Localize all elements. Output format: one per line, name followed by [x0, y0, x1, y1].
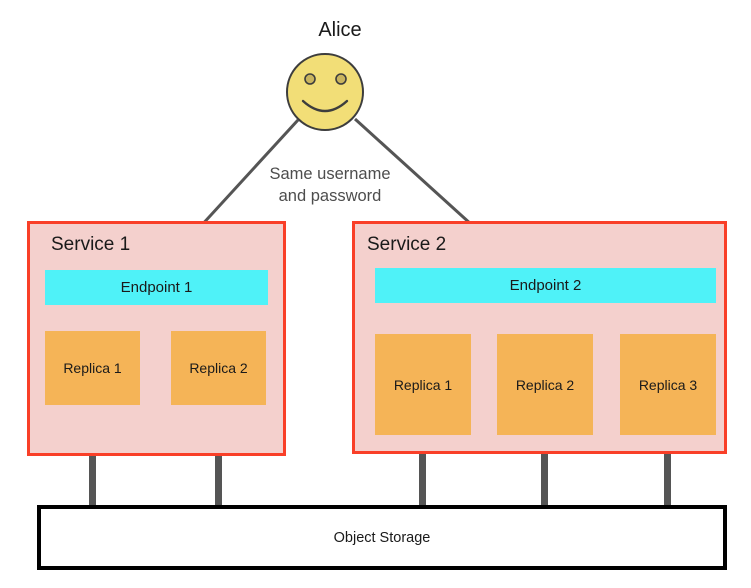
- connector-s2replica3-storage: [664, 433, 671, 508]
- actor-label: Alice: [318, 19, 362, 41]
- service-2-replica-1[interactable]: Replica 1: [375, 334, 471, 435]
- service-1-replica-2[interactable]: Replica 2: [171, 331, 266, 405]
- service-2-endpoint[interactable]: Endpoint 2: [375, 268, 716, 303]
- service-1-endpoint[interactable]: Endpoint 1: [45, 270, 268, 305]
- service-1-title: Service 1: [51, 234, 131, 255]
- service-2-title: Service 2: [367, 234, 447, 255]
- service-2-replica-3[interactable]: Replica 3: [620, 334, 716, 435]
- object-storage-container[interactable]: Object Storage: [37, 505, 727, 570]
- arrow-caption: Same username and password: [235, 163, 425, 207]
- smiley-face-icon: [286, 53, 364, 131]
- arrow-caption-line-2: and password: [278, 187, 382, 205]
- arrow-caption-line-1: Same username: [269, 165, 391, 183]
- object-storage-label: Object Storage: [333, 529, 431, 546]
- service-1-replica-1[interactable]: Replica 1: [45, 331, 140, 405]
- service-2-replica-2[interactable]: Replica 2: [497, 334, 593, 435]
- connector-s2replica2-storage: [541, 433, 548, 508]
- connector-s2replica1-storage: [419, 433, 426, 508]
